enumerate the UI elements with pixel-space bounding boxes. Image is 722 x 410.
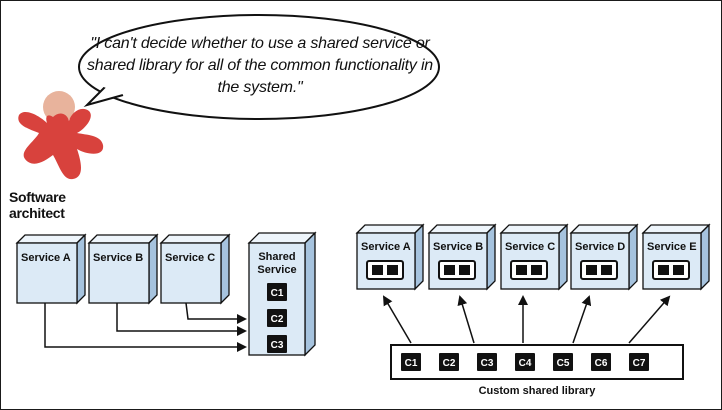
speech-quote: "I can't decide whether to use a shared … [87,35,434,96]
library-component-tag-label: C6 [595,358,608,369]
speech-bubble [78,14,440,120]
library-component-tag: C7 [629,353,649,371]
component-tag: C1 [267,283,287,301]
shared-service-title: Service [257,264,296,276]
library-component-tag-label: C4 [519,358,532,369]
component-tag-label: C2 [271,314,284,325]
client-service-label: Service A [21,252,71,264]
library-component-tag: C5 [553,353,573,371]
library-service-box: Service E [641,223,711,291]
library-component-tag: C6 [591,353,611,371]
client-service-label: Service B [93,252,143,264]
library-service-label: Service D [575,241,625,253]
library-service-box: Service D [569,223,639,291]
library-arrow [457,295,475,344]
library-component-tag-label: C2 [443,358,456,369]
embedded-library-icon [580,260,618,280]
connector-arrow [185,302,247,324]
embedded-library-icon [366,260,404,280]
library-arrow [382,295,412,344]
component-tag-label: C3 [271,340,284,351]
client-service-label: Service C [165,252,215,264]
actor-label: Software architect [9,189,66,221]
embedded-library-icon [652,260,690,280]
component-tag-label: C1 [271,288,284,299]
library-arrow [628,295,671,344]
embedded-library-icon [438,260,476,280]
client-service-box: Service B [87,233,159,305]
library-component-tag: C3 [477,353,497,371]
shared-service-diagram: Service A Service B Service C SharedService… [15,231,317,357]
connector-arrow [44,303,247,352]
library-component-tag-label: C7 [633,358,646,369]
shared-service-title: Shared [258,251,295,263]
client-service-box: Service A [15,233,87,305]
actor-head [43,91,75,123]
library-service-label: Service A [361,241,411,253]
actor-body [18,108,104,180]
library-service-box: Service C [499,223,569,291]
library-component-tag-label: C1 [405,358,418,369]
connector-arrow [116,303,247,336]
shared-library-diagram: Service A Service B Service C Service D Serv… [355,223,711,380]
library-service-label: Service E [647,241,697,253]
component-tag: C3 [267,335,287,353]
component-tag: C2 [267,309,287,327]
client-service-box: Service C [159,233,231,305]
library-service-box: Service A [355,223,425,291]
shared-library-caption: Custom shared library [478,385,596,397]
library-component-tag: C4 [515,353,535,371]
library-component-tag-label: C5 [557,358,570,369]
library-service-label: Service C [505,241,555,253]
embedded-library-icon [510,260,548,280]
library-component-tag: C1 [401,353,421,371]
library-service-box: Service B [427,223,497,291]
library-arrow [572,295,592,344]
library-component-tag: C2 [439,353,459,371]
software-architect-figure [18,91,104,180]
library-service-label: Service B [433,241,483,253]
library-component-tag-label: C3 [481,358,494,369]
